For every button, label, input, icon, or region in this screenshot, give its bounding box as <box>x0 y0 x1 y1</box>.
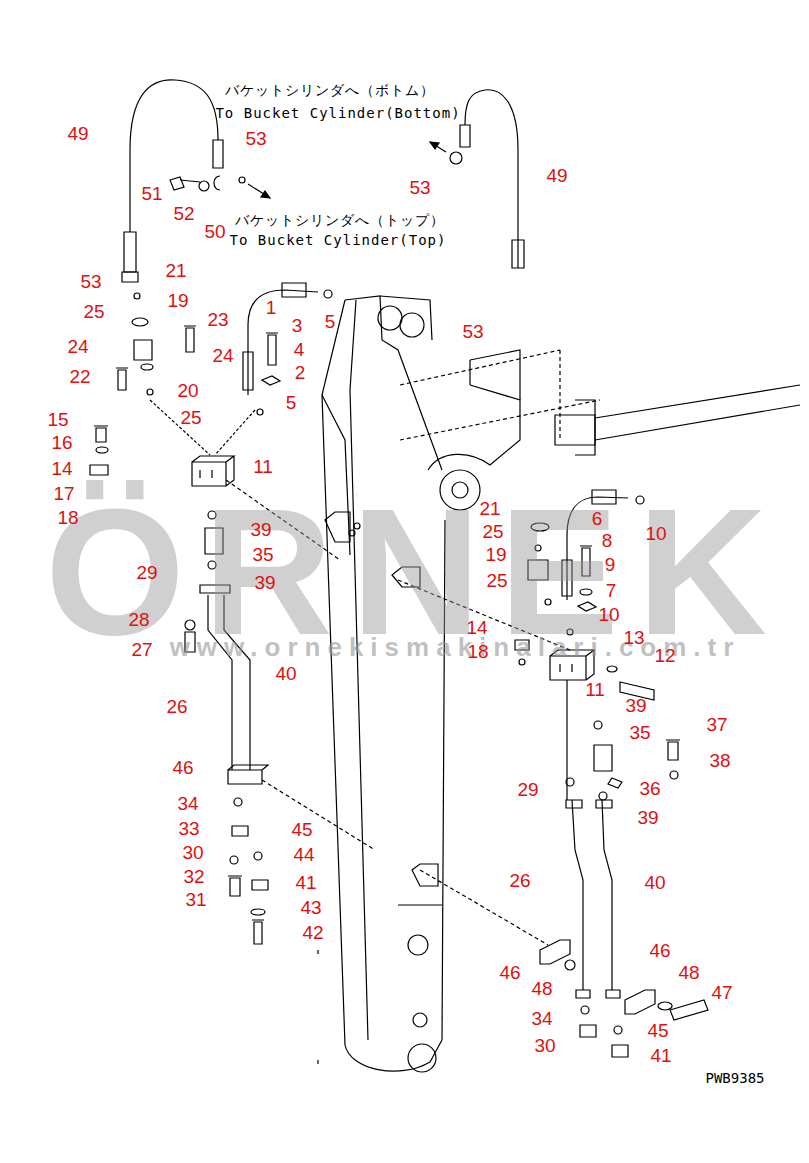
callout-number: 16 <box>51 433 72 452</box>
callout-number: 25 <box>180 408 201 427</box>
callout-number: 52 <box>173 204 194 223</box>
callout-number: 24 <box>212 346 233 365</box>
callout-number: 5 <box>286 393 297 412</box>
callout-number: 39 <box>637 808 658 827</box>
callout-number: 18 <box>467 642 488 661</box>
callout-number: 41 <box>650 1046 671 1065</box>
callout-number: 36 <box>639 779 660 798</box>
callout-number: 31 <box>185 890 206 909</box>
callout-number: 14 <box>466 618 487 637</box>
callout-number: 28 <box>128 610 149 629</box>
callout-number: 22 <box>69 367 90 386</box>
callout-number: 10 <box>645 524 666 543</box>
callout-number: 53 <box>245 129 266 148</box>
callout-number: 10 <box>598 605 619 624</box>
callout-number: 25 <box>482 522 503 541</box>
callout-number: 13 <box>623 628 644 647</box>
callout-number: 48 <box>678 963 699 982</box>
callout-number: 49 <box>67 124 88 143</box>
callout-number: 3 <box>292 316 303 335</box>
callout-number: 39 <box>625 696 646 715</box>
callout-number: 25 <box>486 571 507 590</box>
callout-number: 29 <box>136 563 157 582</box>
callout-number: 47 <box>711 983 732 1002</box>
note-text: バケットシリンダへ（トップ） <box>235 213 445 227</box>
callout-number: 40 <box>275 664 296 683</box>
callout-number: 38 <box>709 751 730 770</box>
callout-number: 14 <box>51 459 72 478</box>
callout-number: 53 <box>80 272 101 291</box>
callout-number: 30 <box>534 1036 555 1055</box>
callout-number: 15 <box>47 410 68 429</box>
callout-number: 50 <box>204 222 225 241</box>
callout-number: 37 <box>706 715 727 734</box>
callout-number: 27 <box>131 640 152 659</box>
callout-number: 8 <box>602 531 613 550</box>
callout-number: 18 <box>57 508 78 527</box>
callout-number: 46 <box>649 941 670 960</box>
callout-number: 33 <box>178 819 199 838</box>
callout-number: 45 <box>291 820 312 839</box>
callout-number: 49 <box>546 166 567 185</box>
callout-number: 30 <box>182 843 203 862</box>
callout-number: 42 <box>302 923 323 942</box>
callout-number: 23 <box>207 310 228 329</box>
callout-number: 53 <box>409 178 430 197</box>
callout-number: 20 <box>177 381 198 400</box>
callout-number: 21 <box>479 499 500 518</box>
callout-number: 45 <box>647 1021 668 1040</box>
callout-number: 29 <box>517 780 538 799</box>
callout-number: 19 <box>485 545 506 564</box>
callout-number: 2 <box>295 363 306 382</box>
callout-number: 12 <box>654 646 675 665</box>
callout-number: 35 <box>629 723 650 742</box>
callout-number: 17 <box>53 484 74 503</box>
note-text: To Bucket Cylinder(Top) <box>230 233 447 247</box>
callout-number: 48 <box>531 979 552 998</box>
callout-number: 32 <box>183 867 204 886</box>
callout-number: 25 <box>83 302 104 321</box>
callout-number: 35 <box>252 545 273 564</box>
callout-number: 11 <box>253 457 273 476</box>
callout-number: 1 <box>266 298 277 317</box>
callout-number: 7 <box>606 581 617 600</box>
callout-number: 24 <box>67 337 88 356</box>
callout-number: 41 <box>295 873 316 892</box>
callout-number: 53 <box>462 322 483 341</box>
note-text: To Bucket Cylinder(Bottom) <box>215 106 460 120</box>
callout-number: 19 <box>167 291 188 310</box>
callout-number: 46 <box>499 963 520 982</box>
callout-number: 34 <box>531 1009 552 1028</box>
callout-number: 21 <box>165 261 186 280</box>
callout-number: 11 <box>585 680 605 699</box>
callout-number: 34 <box>177 794 198 813</box>
callout-number: 44 <box>293 845 314 864</box>
callout-number: 26 <box>166 697 187 716</box>
callout-number: 51 <box>141 184 162 203</box>
drawing-code: PWB9385 <box>705 1071 764 1085</box>
callout-number: 5 <box>325 312 336 331</box>
callout-number: 9 <box>605 555 616 574</box>
note-text: バケットシリンダへ（ボトム） <box>225 83 435 97</box>
callout-number: 43 <box>300 898 321 917</box>
callout-number: 26 <box>509 871 530 890</box>
callout-number: 46 <box>172 758 193 777</box>
callout-number: 39 <box>254 573 275 592</box>
callout-number: 6 <box>592 509 603 528</box>
callout-number: 40 <box>644 873 665 892</box>
callout-number: 4 <box>294 340 305 359</box>
callout-number: 39 <box>250 520 271 539</box>
